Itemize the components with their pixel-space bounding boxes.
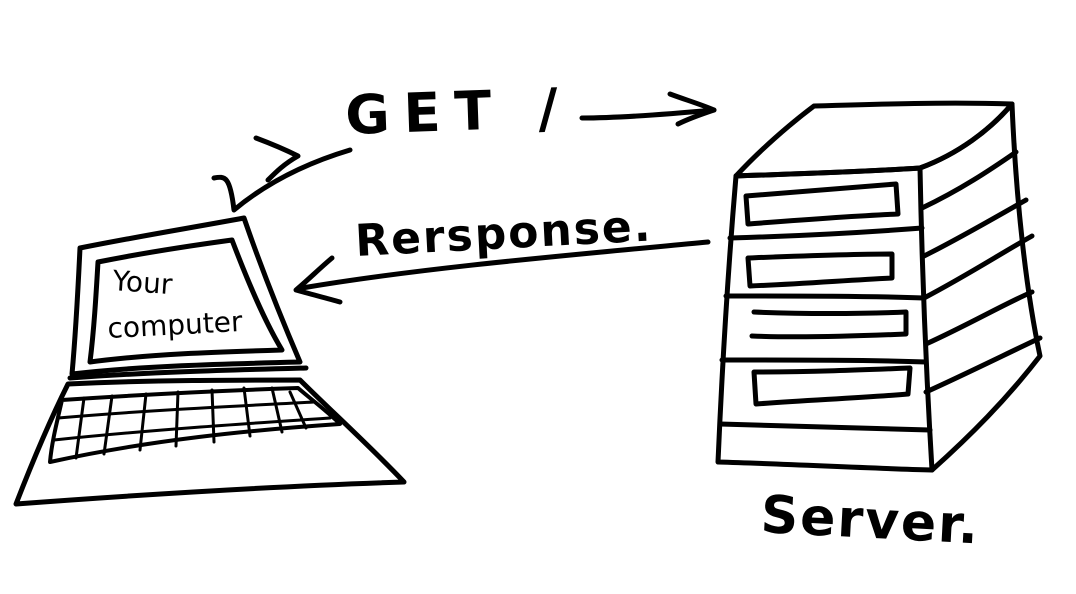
- client-label-line1: Your: [111, 264, 174, 301]
- request-arrow: [211, 91, 717, 213]
- response-label: Rersponse.: [354, 200, 654, 266]
- response-arrow: [293, 239, 711, 305]
- server-label: Server.: [759, 485, 981, 556]
- laptop-icon: [13, 215, 407, 507]
- client-label-line2: computer: [107, 305, 244, 345]
- request-label: GET /: [344, 76, 573, 147]
- server-icon: [715, 100, 1043, 473]
